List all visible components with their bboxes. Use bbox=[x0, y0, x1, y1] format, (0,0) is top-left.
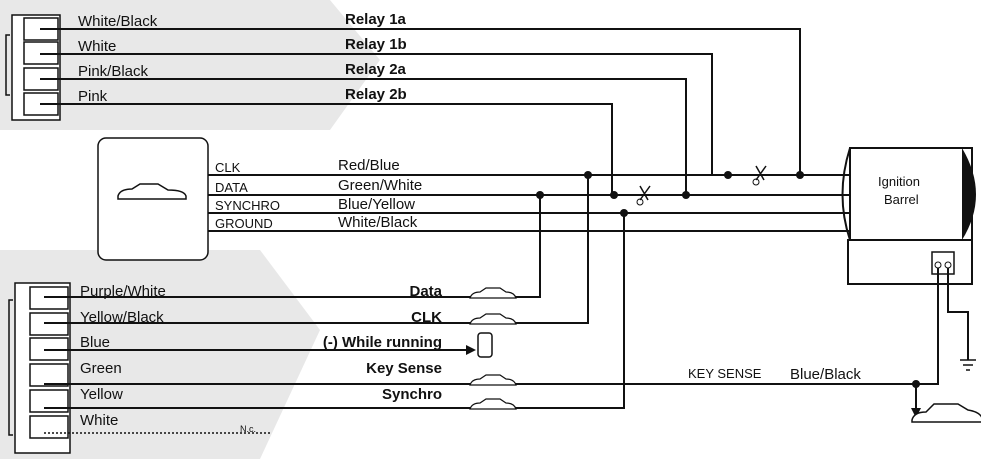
bus-color-3: Blue/Yellow bbox=[338, 196, 415, 213]
wire-synchro-bottom bbox=[44, 213, 625, 409]
top-color-4: Pink bbox=[78, 88, 108, 105]
wire-relay-1b bbox=[40, 53, 713, 175]
top-function-3: Relay 2a bbox=[345, 61, 407, 78]
bus-signal-1: CLK bbox=[215, 160, 241, 175]
bus-color-1: Red/Blue bbox=[338, 157, 400, 174]
bottom-function-1: Data bbox=[409, 283, 442, 300]
top-color-1: White/Black bbox=[78, 13, 158, 30]
top-color-2: White bbox=[78, 38, 116, 55]
ignition-barrel bbox=[841, 147, 976, 285]
wire-ground-drop bbox=[947, 268, 969, 360]
ignition-line-2: Barrel bbox=[884, 192, 919, 207]
wire-relay-1a bbox=[40, 28, 801, 175]
bottom-color-2: Yellow/Black bbox=[80, 309, 164, 326]
bus-signal-4: GROUND bbox=[215, 216, 273, 231]
bottom-function-5: Synchro bbox=[382, 386, 442, 403]
bus-signal-2: DATA bbox=[215, 180, 248, 195]
watermark-2 bbox=[0, 250, 320, 459]
car-icon bbox=[911, 403, 981, 423]
key-sense-color: Blue/Black bbox=[790, 366, 861, 383]
watermark-3 bbox=[0, 0, 380, 130]
bus-color-2: Green/White bbox=[338, 177, 422, 194]
wire-relay-2b bbox=[40, 103, 613, 195]
junctions bbox=[536, 171, 804, 217]
wire-key-sense-feed bbox=[916, 268, 939, 385]
top-function-1: Relay 1a bbox=[345, 11, 407, 28]
wire-clk-bottom bbox=[44, 175, 589, 324]
bottom-color-3: Blue bbox=[80, 334, 110, 351]
bus-signal-3: SYNCHRO bbox=[215, 198, 280, 213]
scissors-icon bbox=[752, 165, 767, 186]
top-function-4: Relay 2b bbox=[345, 86, 407, 103]
bottom-color-4: Green bbox=[80, 360, 122, 377]
car-icon bbox=[117, 183, 187, 200]
ignition-line-1: Ignition bbox=[878, 174, 920, 189]
scissors-icon bbox=[636, 185, 651, 206]
bottom-color-6: White bbox=[80, 412, 118, 429]
bus-wires bbox=[208, 174, 860, 232]
bottom-color-5: Yellow bbox=[80, 386, 123, 403]
bottom-function-4: Key Sense bbox=[366, 360, 442, 377]
wire-relay-2a bbox=[40, 78, 687, 195]
key-sense-label: KEY SENSE bbox=[688, 366, 762, 381]
bus-color-4: White/Black bbox=[338, 214, 418, 231]
relay-wires bbox=[40, 28, 801, 195]
car-icon bbox=[469, 287, 517, 410]
top-function-2: Relay 1b bbox=[345, 36, 407, 53]
remote-icon bbox=[477, 332, 493, 358]
bottom-function-3: (-) While running bbox=[323, 334, 442, 351]
top-color-3: Pink/Black bbox=[78, 63, 149, 80]
wire-data-bottom bbox=[44, 195, 541, 298]
ground-icon bbox=[960, 359, 976, 371]
bottom-function-6: N.c. bbox=[240, 424, 256, 434]
bottom-color-1: Purple/White bbox=[80, 283, 166, 300]
connector-bottom bbox=[8, 282, 71, 454]
bottom-function-2: CLK bbox=[411, 309, 442, 326]
